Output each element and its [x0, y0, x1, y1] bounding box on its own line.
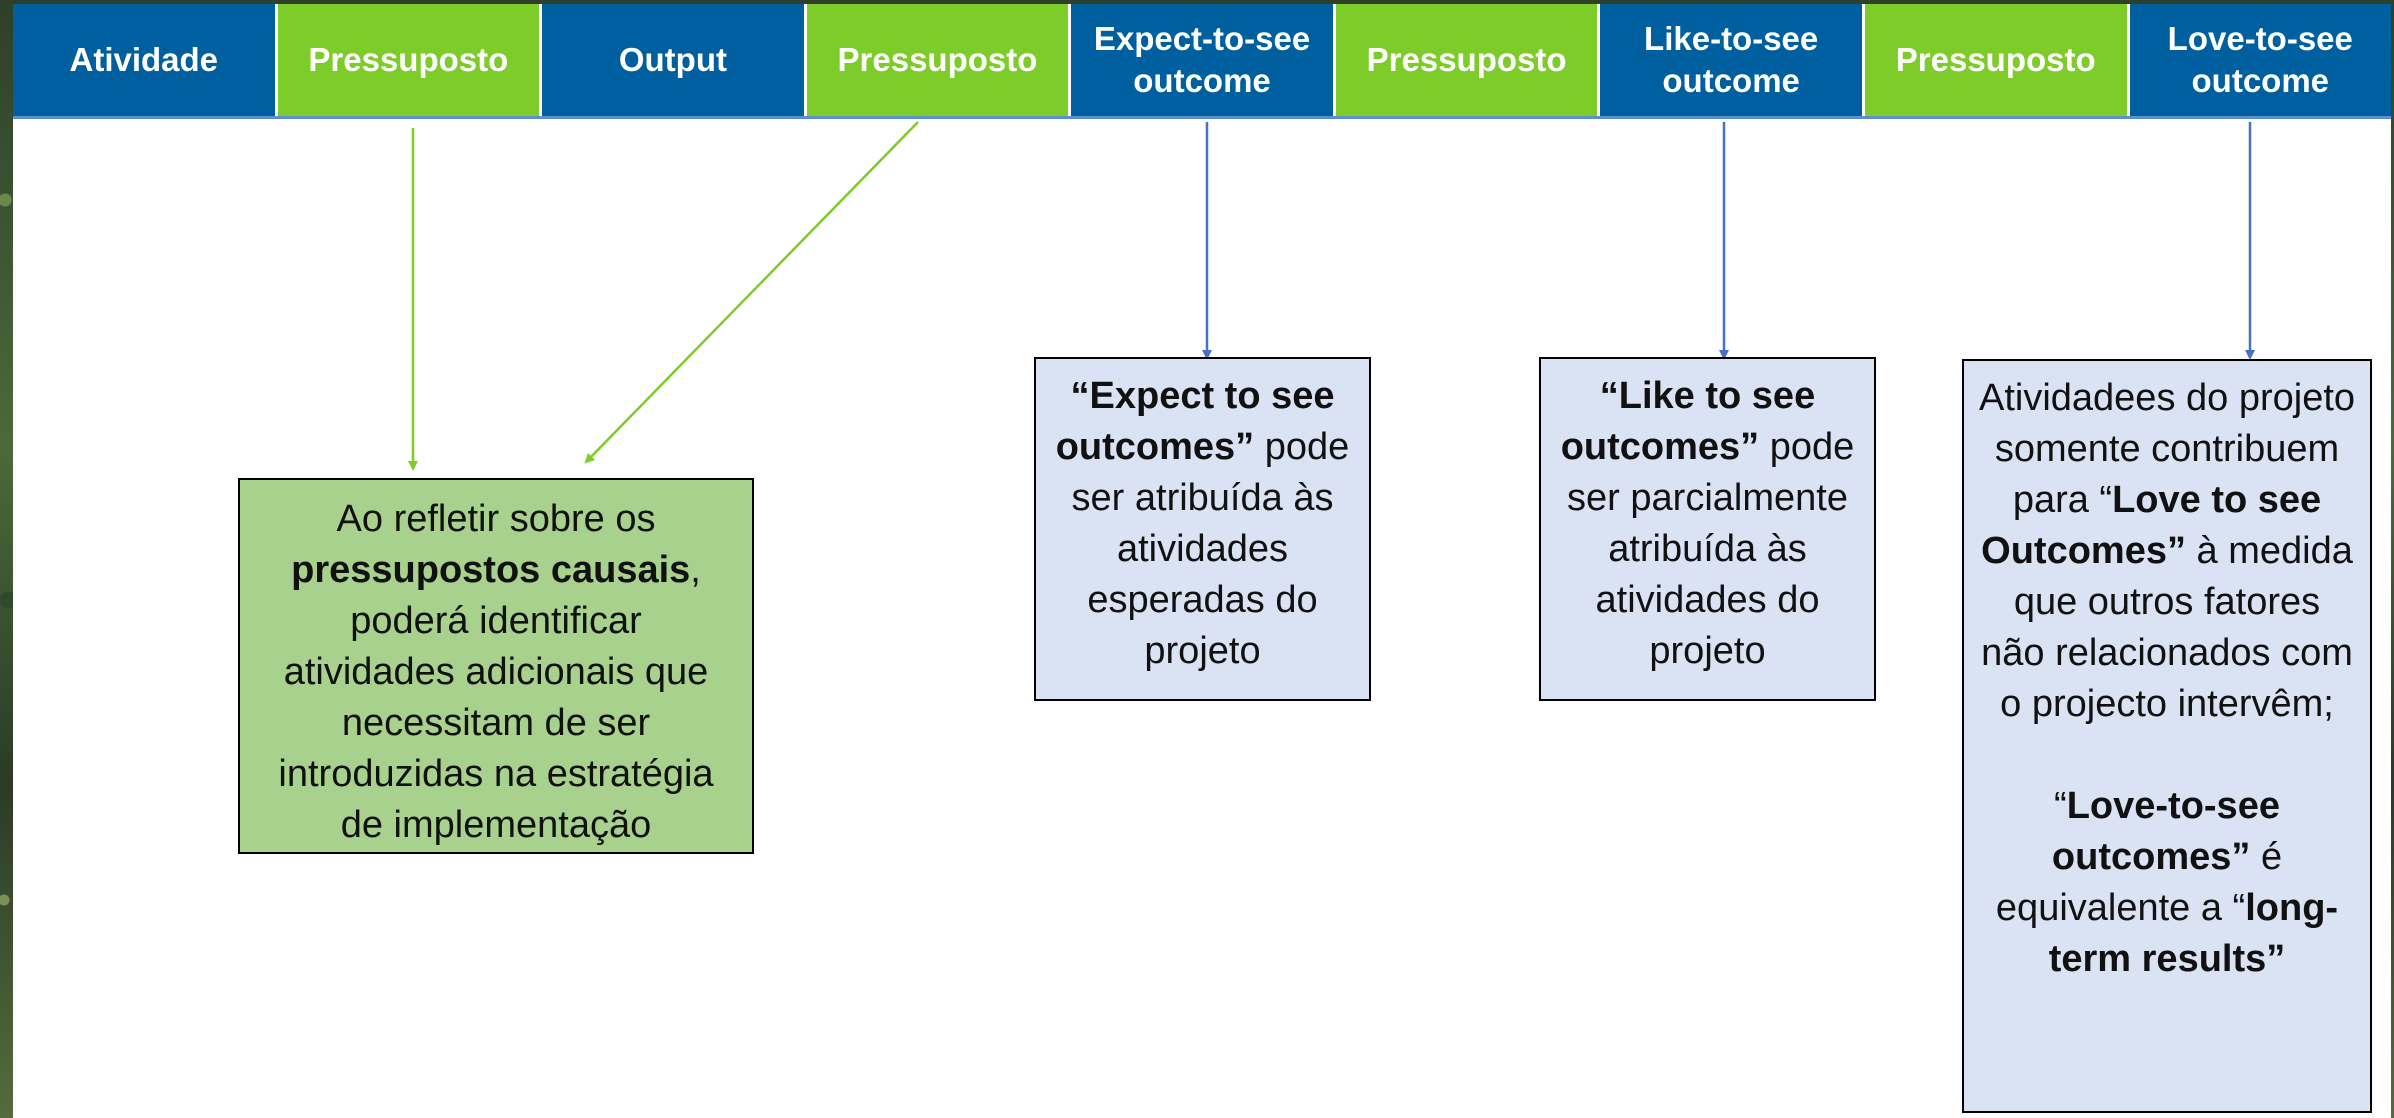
love-text-4: é equivalente a “: [1995, 836, 2283, 929]
love-bold-1: Love to see Outcomes”: [1981, 479, 2322, 572]
love-text-para1: Atividadees do projeto somente contribue…: [1978, 373, 2356, 730]
love-text-para2: “Love-to-see outcomes” é equivalente a “…: [1978, 781, 2356, 985]
header-divider: [13, 116, 2391, 119]
expect-text: “Expect to see outcomes” pode ser atribu…: [1048, 371, 1357, 677]
expect-bold: “Expect to see outcomes”: [1055, 375, 1335, 468]
header-love-to-see: Love-to-see outcome: [2129, 4, 2392, 116]
header-pressuposto-1: Pressuposto: [277, 4, 543, 116]
like-bold: “Like to see outcomes”: [1560, 375, 1816, 468]
expect-box: “Expect to see outcomes” pode ser atribu…: [1034, 357, 1371, 701]
expect-text-1: pode ser atribuída às atividades esperad…: [1071, 426, 1350, 672]
like-box: “Like to see outcomes” pode ser parcialm…: [1539, 357, 1876, 701]
header-output: Output: [542, 4, 807, 116]
header-pressuposto-2: Pressuposto: [806, 4, 1072, 116]
love-box: Atividadees do projeto somente contribue…: [1962, 359, 2372, 1113]
header-like-to-see: Like-to-see outcome: [1600, 4, 1865, 116]
assumptions-text-1: Ao refletir sobre os: [336, 498, 656, 540]
header-atividade: Atividade: [13, 4, 278, 116]
header-pressuposto-4: Pressuposto: [1864, 4, 2130, 116]
love-bold-2: Love-to-see outcomes”: [2051, 785, 2280, 878]
love-text-3: “: [2054, 785, 2067, 827]
like-text-1: pode ser parcialmente atribuída às ativi…: [1567, 426, 1855, 672]
love-bold-3: long-term results”: [2048, 887, 2339, 980]
assumptions-box: Ao refletir sobre os pressupostos causai…: [238, 478, 754, 854]
love-text-1: Atividadees do projeto somente contribue…: [1978, 377, 2356, 521]
love-text-2: à medida que outros fatores não relacion…: [1981, 530, 2353, 725]
assumptions-text: Ao refletir sobre os pressupostos causai…: [262, 494, 730, 851]
header-expect-to-see: Expect-to-see outcome: [1071, 4, 1336, 116]
like-text: “Like to see outcomes” pode ser parcialm…: [1553, 371, 1862, 677]
results-chain-header: Atividade Pressuposto Output Pressuposto…: [13, 4, 2392, 116]
assumptions-bold: pressupostos causais: [291, 549, 691, 591]
assumptions-text-2: , poderá identificar atividades adiciona…: [278, 549, 714, 846]
header-pressuposto-3: Pressuposto: [1335, 4, 1601, 116]
arrow-pressuposto-2: [584, 121, 919, 464]
